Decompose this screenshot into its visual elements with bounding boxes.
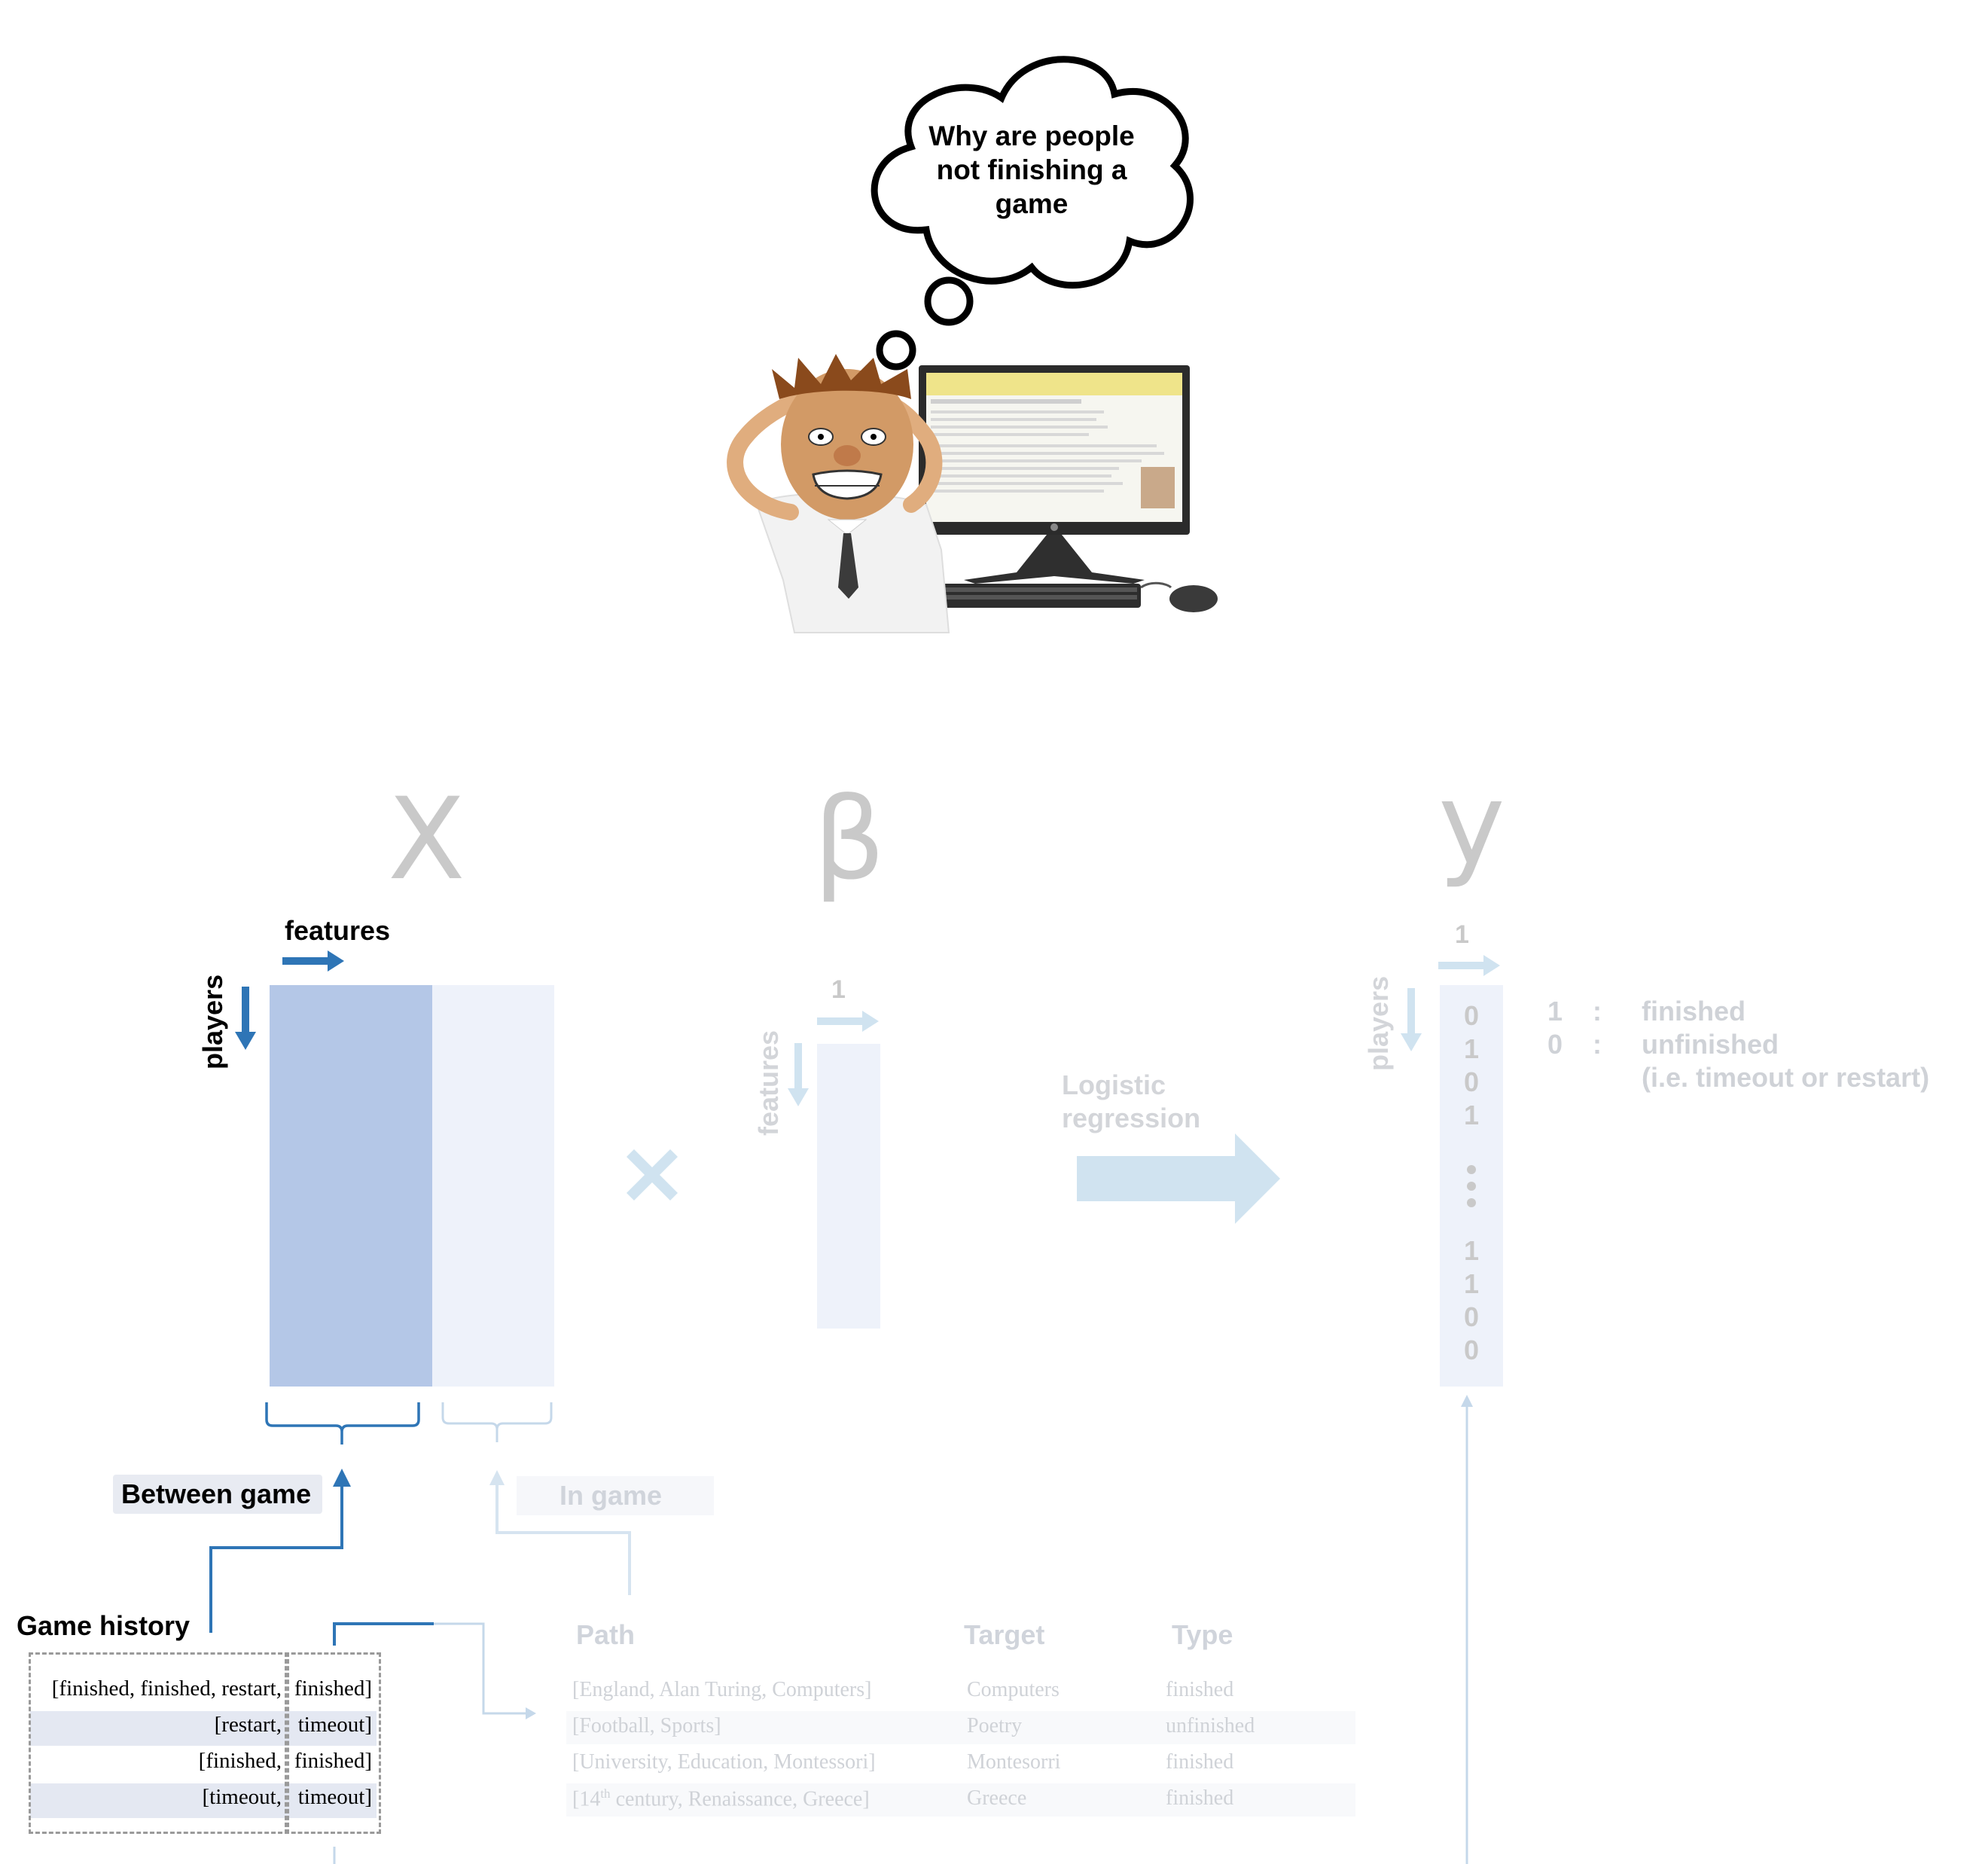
y-column-arrow (1438, 955, 1500, 976)
man-hair (772, 354, 911, 399)
target-header: Target (964, 1619, 1045, 1650)
legend-one-colon: : (1593, 996, 1602, 1027)
thought-line-1: Why are people (928, 121, 1135, 151)
features-arrow (282, 950, 344, 972)
type-cell: finished (1166, 1750, 1234, 1774)
path-cell: [14th century, Renaissance, Greece] (572, 1786, 870, 1811)
path-row-highlight (566, 1711, 1355, 1744)
monitor-stand (964, 535, 1145, 584)
y-value: 1 (1463, 1268, 1480, 1299)
game-history-previous-outcomes: [timeout, (202, 1785, 282, 1809)
target-cell: Computers (967, 1678, 1060, 1701)
y-value: 1 (1463, 1235, 1480, 1266)
type-header: Type (1172, 1619, 1233, 1650)
path-cell-prefix: [14 (572, 1787, 601, 1811)
y-value: 1 (1463, 1033, 1480, 1064)
game-history-previous-outcomes: [restart, (214, 1713, 282, 1737)
y-value: 0 (1463, 1066, 1480, 1097)
in-game-label-box (517, 1476, 714, 1515)
game-history-title: Game history (17, 1610, 191, 1641)
legend-unfinished-note: (i.e. timeout or restart) (1642, 1062, 1930, 1093)
path-header: Path (576, 1619, 636, 1650)
legend-finished: finished (1642, 996, 1746, 1027)
in-game-label: In game (560, 1480, 663, 1511)
type-cell: unfinished (1166, 1714, 1255, 1737)
players-arrow (235, 987, 256, 1050)
thought-line-2: not finishing a (936, 154, 1127, 185)
game-history-current-outcome: finished] (294, 1676, 372, 1701)
between-game-brace (265, 1402, 420, 1445)
beta-label: β (813, 774, 886, 905)
in-game-feature-block (432, 985, 554, 1387)
game-history-right-box (285, 1652, 381, 1834)
man-head (781, 369, 913, 520)
y-value: 0 (1463, 1301, 1480, 1332)
between-game-label-box (113, 1475, 322, 1514)
y-players-label: players (1363, 975, 1394, 1071)
thought-dot-small (876, 330, 916, 371)
between-game-label: Between game (121, 1478, 312, 1509)
thought-line-3: game (995, 188, 1069, 219)
y-players-arrow (1401, 988, 1422, 1051)
stressed-man-at-computer-illustration (727, 354, 1218, 633)
path-cell: [England, Alan Turing, Computers] (572, 1678, 872, 1701)
type-cell: finished (1166, 1678, 1234, 1701)
thought-bubble (871, 56, 1194, 371)
features-axis-label: features (285, 915, 391, 946)
path-row-highlight (566, 1783, 1355, 1817)
y-label: y (1438, 759, 1505, 890)
path-cell: [University, Education, Montessori] (572, 1750, 876, 1774)
target-cell: Montesorri (967, 1750, 1061, 1774)
path-cell-suffix: century, Renaissance, Greece] (610, 1787, 870, 1811)
y-value: 1 (1463, 1100, 1480, 1130)
target-cell: Greece (967, 1786, 1027, 1810)
logistic-regression-arrow (1077, 1133, 1280, 1224)
beta-column-arrow (817, 1011, 879, 1032)
y-column-count: 1 (1455, 920, 1469, 949)
target-cell: Poetry (967, 1714, 1023, 1737)
man-tie (838, 533, 858, 599)
thought-dot-large (924, 276, 974, 326)
beta-features-label: features (753, 1030, 784, 1136)
game-history-current-outcome: timeout] (297, 1713, 372, 1737)
y-value: 0 (1463, 1000, 1480, 1031)
multiply-icon (627, 1149, 678, 1200)
game-history-row-highlight (30, 1711, 377, 1746)
between-game-feature-block (270, 985, 432, 1387)
legend-zero-key: 0 (1547, 1029, 1563, 1060)
mouse (1169, 585, 1218, 612)
game-history-previous-outcomes: [finished, finished, restart, (51, 1676, 282, 1701)
game-history-current-outcome: timeout] (297, 1785, 372, 1809)
path-cell-superscript: th (600, 1786, 611, 1801)
logistic-regression-line-2: regression (1062, 1103, 1201, 1133)
beta-vector-block (817, 1044, 880, 1329)
logistic-regression-line-1: Logistic (1062, 1069, 1166, 1100)
legend-zero-colon: : (1593, 1029, 1602, 1060)
game-history-row-highlight (30, 1783, 377, 1818)
matrix-x-label: X (388, 774, 465, 905)
beta-column-count: 1 (831, 975, 846, 1004)
legend-one-key: 1 (1547, 996, 1563, 1027)
game-history-left-box (29, 1652, 289, 1834)
game-history-current-outcome: finished] (294, 1749, 372, 1773)
legend-unfinished: unfinished (1642, 1029, 1779, 1060)
beta-features-arrow (788, 1043, 809, 1106)
type-cell: finished (1166, 1786, 1234, 1810)
game-history-previous-outcomes: [finished, (198, 1749, 282, 1773)
y-ellipsis-icon (1467, 1165, 1476, 1207)
path-cell: [Football, Sports] (572, 1714, 721, 1737)
y-value: 0 (1463, 1335, 1480, 1365)
in-game-brace (441, 1402, 553, 1442)
